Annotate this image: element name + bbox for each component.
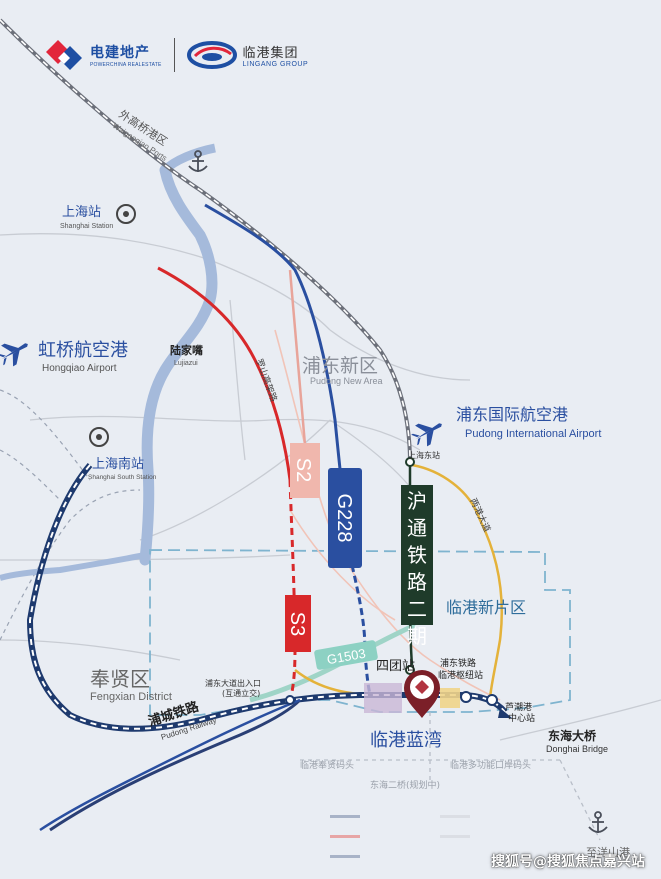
label-shanghai-south-cn: 上海南站: [92, 456, 144, 472]
station-icon: [89, 427, 109, 447]
hutong-shield: [401, 485, 433, 625]
faded-legend: [330, 815, 470, 858]
lingang-new-area-boundary: [149, 549, 571, 716]
lingang-name-en: LINGANG GROUP: [242, 61, 309, 68]
label-pudong-airport-en: Pudong International Airport: [465, 428, 601, 440]
label-fengxian-cn: 奉贤区: [90, 667, 150, 691]
s3-road: [157, 266, 292, 481]
district-dashed-borders: [0, 389, 141, 641]
lingang-logo-icon: [186, 41, 237, 69]
label-lingang-new-area: 临港新片区: [446, 598, 526, 617]
s3-shield: [285, 595, 311, 652]
blue-road-southwest: [39, 698, 301, 832]
powerchina-logo-icon: [46, 40, 82, 70]
pink-road-b: [289, 509, 396, 621]
lingang-brand: 临港集团 LINGANG GROUP: [186, 40, 309, 70]
port-anchor-icon: [588, 811, 608, 833]
watermark-text: 搜狐号@搜狐焦点嘉兴站: [491, 854, 645, 870]
g228-road-dashed: [350, 564, 372, 696]
huangpu-branch-west: [0, 552, 146, 581]
label-pudong-railway-logistics-2: 临港枢纽站: [438, 669, 483, 681]
port-anchor-icon: [188, 150, 208, 172]
planned-routes: [300, 712, 601, 841]
yellow-line-east: [411, 463, 504, 701]
lingang-zone-block-b: [440, 688, 460, 708]
s2-road: [288, 269, 307, 446]
label-luchaogang-1: 芦潮港: [505, 701, 532, 713]
label-luchaogang-2: 中心站: [508, 712, 535, 724]
pudong-railway-dash: [28, 464, 506, 730]
pujin-railway: [49, 698, 302, 832]
label-donghai-bridge-cn: 东海大桥: [548, 728, 597, 743]
label-lingang-lanwan: 临港蓝湾: [370, 730, 442, 751]
label-pudong-new-area-cn: 浦东新区: [302, 355, 378, 377]
lingang-name-cn: 临港集团: [242, 46, 299, 61]
airplane-icon: [411, 423, 442, 447]
airplane-icon: [0, 343, 28, 367]
label-lujiazui-en: Lujiazui: [174, 360, 198, 367]
label-puhai-exit-1: 浦东大道出入口: [205, 678, 261, 688]
label-shanghai-east: 上海东站: [408, 450, 440, 460]
s3-shield-label: S3: [286, 612, 308, 636]
label-hongqiao-en: Hongqiao Airport: [42, 363, 117, 374]
label-shanghai-station-cn: 上海站: [62, 205, 101, 220]
waigaoqiao-railway-dash: [0, 19, 411, 463]
huangpu-river: [139, 164, 218, 566]
label-pudong-new-area-en: Pudong New Area: [310, 376, 383, 386]
label-pudong-railway-logistics-1: 浦东铁路: [440, 657, 476, 669]
s2-shield: [290, 443, 320, 498]
station-icon: [116, 204, 136, 224]
railway-stops: [285, 457, 498, 706]
label-lujiazui-cn: 陆家嘴: [170, 343, 203, 357]
hutong-shield-label: 沪通铁路二期: [407, 489, 427, 648]
label-hongqiao-cn: 虹桥航空港: [38, 340, 128, 361]
brand-divider: [173, 38, 175, 72]
label-pudong-airport-cn: 浦东国际航空港: [456, 405, 568, 424]
g228-shield-label: G228: [333, 494, 355, 543]
label-fengxian-port: 临港奉贤码头: [300, 759, 354, 771]
label-shanghai-station-en: Shanghai Station: [60, 223, 113, 230]
label-fengxian-en: Fengxian District: [90, 691, 172, 703]
label-donghai-bridge-en: Donghai Bridge: [546, 744, 608, 754]
s2-shield-label: S2: [292, 458, 314, 482]
powerchina-name-cn: 电建地产: [90, 45, 150, 61]
g1503-shield: [314, 640, 378, 670]
label-sitan-station: 四团站: [376, 659, 415, 674]
label-puhai-exit-2: (互通立交): [222, 688, 260, 698]
label-lingang-port: 临港多功能口岸码头: [450, 759, 531, 771]
location-pin-icon: [404, 670, 440, 718]
brand-header: 电建地产 POWERCHINA REALESTATE 临港集团 LINGANG …: [46, 38, 308, 72]
label-shanghai-south-en: Shanghai South Station: [88, 474, 157, 481]
label-yangshan-port: 至洋山港: [586, 845, 630, 859]
g1503-shield-label: G1503: [326, 646, 367, 668]
g228-shield: [328, 468, 362, 568]
pink-road-a: [274, 329, 501, 701]
lingang-zone-block-a: [364, 683, 402, 713]
powerchina-name-en: POWERCHINA REALESTATE: [90, 62, 162, 68]
label-donghai-bridge2: 东海二桥(规划中): [370, 779, 440, 791]
railway-end-arrow: [498, 708, 512, 718]
powerchina-brand: 电建地产 POWERCHINA REALESTATE: [46, 38, 162, 72]
